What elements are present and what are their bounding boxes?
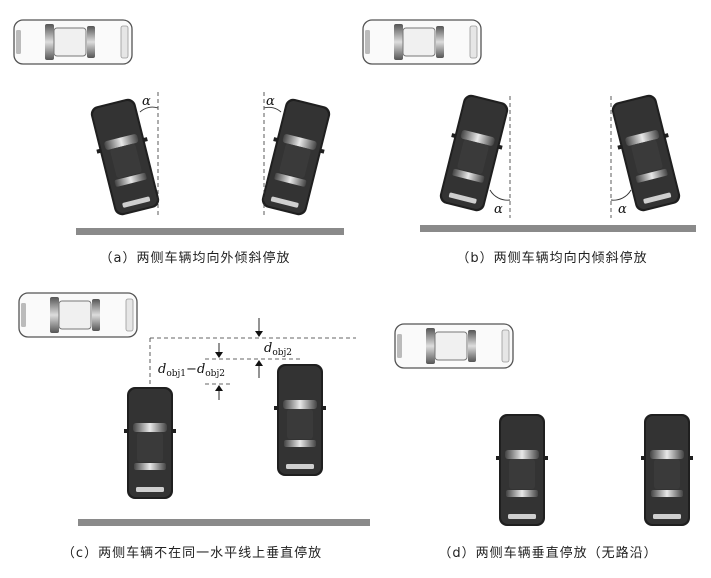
angle-arc-left	[489, 189, 511, 201]
angle-label: α	[266, 94, 275, 109]
passing-car	[394, 323, 514, 369]
panel-c: dobj2 dobj1−dobj2 （c）两侧车辆不在同一水平线上垂直停放	[18, 292, 370, 561]
caption-a: （a）两侧车辆均向外倾斜停放	[100, 250, 291, 266]
parked-car-left	[435, 92, 513, 214]
angle-label: α	[618, 202, 627, 217]
passing-car	[13, 19, 133, 65]
curb	[420, 225, 696, 232]
curb	[76, 228, 344, 235]
passing-car	[18, 292, 138, 338]
parked-car-right	[607, 92, 685, 214]
angle-arc-right	[263, 106, 282, 113]
passing-car	[362, 19, 482, 65]
arrow-head	[255, 360, 263, 366]
panel-b: α α （b）两侧车辆均向内倾斜停放	[362, 19, 696, 266]
parked-car-left	[496, 414, 548, 526]
arrow-head	[255, 331, 263, 337]
panel-a: α α （a）两侧车辆均向外倾斜停放	[13, 19, 344, 266]
parked-car-right	[274, 364, 326, 476]
dimension-difference: dobj1−dobj2	[158, 362, 225, 379]
caption-c: （c）两侧车辆不在同一水平线上垂直停放	[62, 545, 322, 561]
caption-b: （b）两侧车辆均向内倾斜停放	[456, 250, 647, 266]
angle-label: α	[494, 202, 503, 217]
caption-d: （d）两侧车辆垂直停放（无路沿）	[438, 545, 657, 561]
angle-arc-left	[139, 106, 159, 113]
parked-car-left	[86, 96, 164, 218]
dimension-dobj2: dobj2	[264, 341, 292, 358]
parked-car-right	[641, 414, 693, 526]
arrow-head	[215, 352, 223, 358]
curb	[78, 519, 370, 526]
arrow-head	[215, 385, 223, 391]
parked-car-left	[124, 387, 176, 499]
panel-d: （d）两侧车辆垂直停放（无路沿）	[394, 323, 693, 561]
angle-arc-right	[610, 189, 632, 201]
angle-label: α	[142, 94, 151, 109]
parked-car-right	[257, 96, 335, 218]
